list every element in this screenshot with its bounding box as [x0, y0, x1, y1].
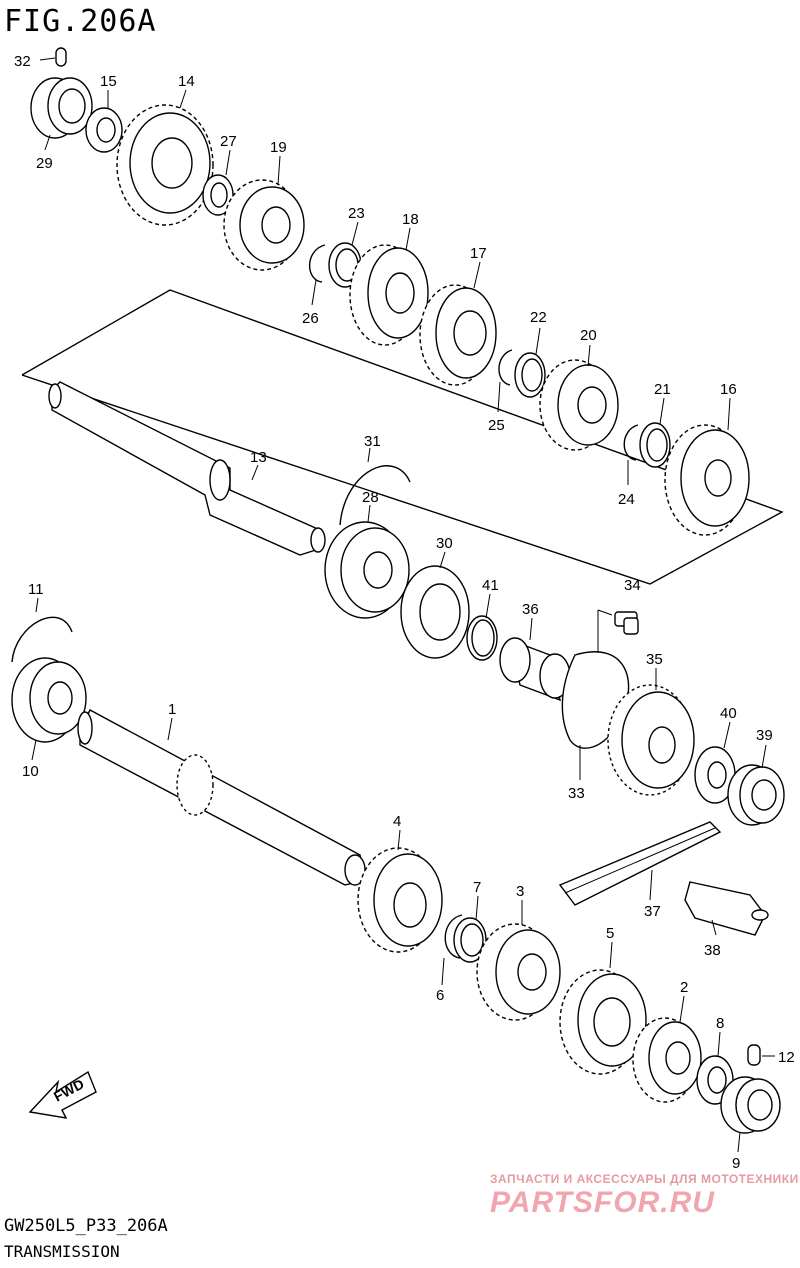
- callout-35: 35: [646, 651, 663, 668]
- part-11-circlip: [11, 616, 73, 663]
- part-39-nut: [727, 764, 785, 826]
- part-9-bearing: [720, 1076, 781, 1134]
- part-7-washer: [453, 917, 487, 963]
- callout-1: 1: [168, 701, 176, 718]
- callout-17: 17: [470, 245, 487, 262]
- part-38-master-link: [684, 881, 769, 936]
- callout-13: 13: [250, 449, 267, 466]
- part-29-bearing: [30, 77, 93, 139]
- callout-30: 30: [436, 535, 453, 552]
- watermark-tagline: ЗАПЧАСТИ И АКСЕССУАРЫ ДЛЯ МОТОТЕХНИКИ: [490, 1172, 799, 1186]
- figure-code: GW250L5_P33_206A: [4, 1216, 168, 1236]
- callout-4: 4: [393, 813, 401, 830]
- part-12-pin: [747, 1044, 761, 1066]
- part-32-pin: [55, 47, 67, 67]
- part-14-gear: [116, 104, 214, 226]
- figure-caption: TRANSMISSION: [4, 1242, 120, 1261]
- part-3-gear: [476, 923, 561, 1021]
- callout-28: 28: [362, 489, 379, 506]
- watermark-logo: PARTSFOR.RU: [490, 1186, 715, 1219]
- part-22-washer: [514, 352, 546, 398]
- part-36-spacer: [499, 637, 571, 702]
- callout-19: 19: [270, 139, 287, 156]
- callout-36: 36: [522, 601, 539, 618]
- callout-11: 11: [28, 581, 44, 598]
- part-37-chain: [558, 821, 722, 906]
- callout-27: 27: [220, 133, 237, 150]
- part-28-bearing: [324, 521, 410, 619]
- part-16-gear: [664, 424, 750, 536]
- callout-40: 40: [720, 705, 737, 722]
- callout-labels: 32 15 14 29 27 19 23 18 26 17 22 20 25 2…: [14, 53, 795, 1172]
- part-5-gear: [559, 969, 647, 1075]
- callout-25: 25: [488, 417, 505, 434]
- callout-39: 39: [756, 727, 773, 744]
- part-34-bolt: [614, 611, 639, 635]
- callout-3: 3: [516, 883, 524, 900]
- callout-37: 37: [644, 903, 661, 920]
- part-24-circlip: [623, 424, 639, 461]
- part-1-mainshaft: [77, 709, 366, 886]
- callout-8: 8: [716, 1015, 724, 1032]
- part-26-circlip: [308, 244, 326, 283]
- part-6-circlip: [444, 914, 463, 959]
- callout-32: 32: [14, 53, 31, 70]
- callout-33: 33: [568, 785, 585, 802]
- part-19-gear: [223, 179, 305, 271]
- part-31-circlip: [339, 465, 411, 526]
- callout-20: 20: [580, 327, 597, 344]
- callout-15: 15: [100, 73, 117, 90]
- part-15-washer: [85, 107, 123, 153]
- callout-21: 21: [654, 381, 671, 398]
- callout-16: 16: [720, 381, 737, 398]
- callout-22: 22: [530, 309, 547, 326]
- callout-41: 41: [482, 577, 499, 594]
- part-25-circlip: [498, 349, 513, 386]
- part-41-oring: [466, 615, 498, 661]
- callout-7: 7: [473, 879, 481, 896]
- part-35-sprocket: [607, 684, 695, 796]
- callout-14: 14: [178, 73, 195, 90]
- part-17-gear: [419, 284, 497, 386]
- part-21-washer: [639, 422, 671, 468]
- part-18-gear: [349, 244, 429, 346]
- part-20-gear: [539, 359, 619, 451]
- fwd-arrow-icon: FWD: [28, 1070, 97, 1119]
- part-2-gear: [632, 1017, 702, 1103]
- part-30-seal: [400, 565, 470, 659]
- callout-23: 23: [348, 205, 365, 222]
- part-4-gear: [357, 847, 443, 953]
- callout-34: 34: [624, 577, 641, 594]
- countershaft-frame: [21, 289, 784, 585]
- callout-5: 5: [606, 925, 614, 942]
- callout-18: 18: [402, 211, 419, 228]
- callout-10: 10: [22, 763, 39, 780]
- callout-31: 31: [364, 433, 381, 450]
- callout-9: 9: [732, 1155, 740, 1172]
- callout-6: 6: [436, 987, 444, 1004]
- figure-title: FIG.206A: [4, 4, 157, 39]
- part-13-countershaft: [48, 381, 326, 556]
- callout-12: 12: [778, 1049, 795, 1066]
- part-10-bearing: [11, 657, 87, 743]
- callout-38: 38: [704, 942, 721, 959]
- callout-24: 24: [618, 491, 635, 508]
- callout-26: 26: [302, 310, 319, 327]
- callout-2: 2: [680, 979, 688, 996]
- callout-29: 29: [36, 155, 53, 172]
